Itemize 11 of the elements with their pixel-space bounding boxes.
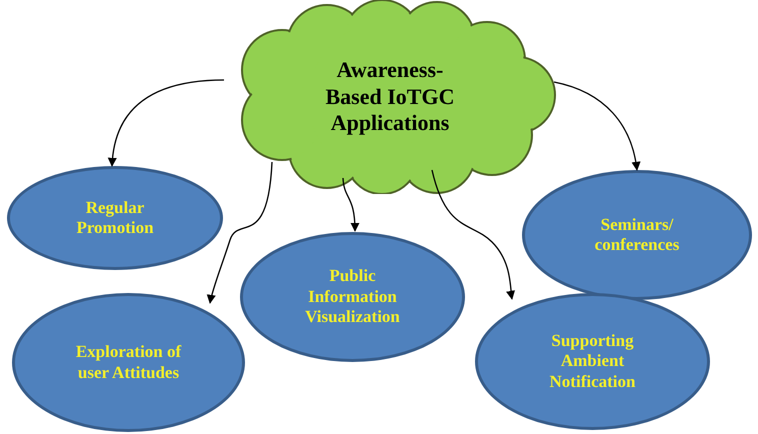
curved-arrow (431, 170, 516, 300)
curved-arrow (342, 178, 360, 232)
cloud-title: Awareness-Based IoTGC Applications (324, 57, 456, 137)
curved-arrow (554, 81, 640, 171)
node-label: Exploration of user Attitudes (74, 342, 182, 383)
node-label: Supporting Ambient Notification (548, 330, 636, 392)
curved-arrow (108, 79, 224, 167)
node-label: Seminars/ conferences (594, 214, 680, 256)
node-label: Regular Promotion (75, 198, 155, 238)
curved-arrow (207, 162, 273, 304)
node-label: Public Information Visualization (304, 266, 401, 328)
